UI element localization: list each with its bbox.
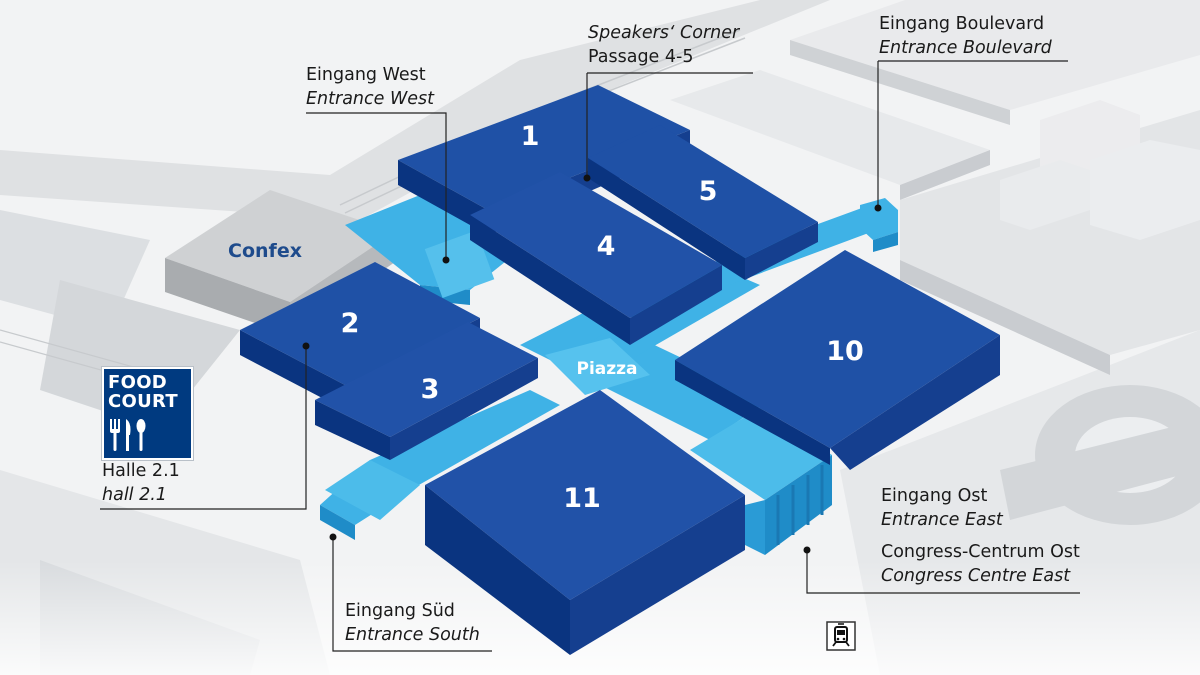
hall-3[interactable]: 3 xyxy=(315,322,538,460)
hall-11[interactable]: 11 xyxy=(425,390,745,655)
entrance-west-de: Eingang West xyxy=(306,65,426,85)
entrance-boulevard-en: Entrance Boulevard xyxy=(879,38,1052,58)
speakers-corner-name: Speakers‘ Corner xyxy=(588,23,740,43)
hall-10[interactable]: 10 xyxy=(675,250,1000,470)
food-court-line2: COURT xyxy=(108,391,178,412)
passage-4-5-name: Passage 4-5 xyxy=(588,47,694,67)
hall-21-en: hall 2.1 xyxy=(102,485,167,505)
hall-1-number: 1 xyxy=(521,121,540,152)
entrance-west-en: Entrance West xyxy=(306,89,435,109)
congress-east-de: Congress-Centrum Ost xyxy=(881,542,1080,562)
entrance-south-en: Entrance South xyxy=(345,625,480,645)
piazza-label: Piazza xyxy=(576,359,637,379)
label-congress-east: Congress-Centrum Ost Congress Centre Eas… xyxy=(881,540,1080,588)
hall-2-number: 2 xyxy=(341,308,360,339)
cutlery-icon xyxy=(110,419,146,451)
hall-11-number: 11 xyxy=(563,483,601,514)
food-court-line1: FOOD xyxy=(108,372,168,393)
entrance-boulevard-de: Eingang Boulevard xyxy=(879,14,1045,34)
entrance-east-en: Entrance East xyxy=(881,510,1003,530)
leader-markers xyxy=(302,174,882,554)
entrance-east-de: Eingang Ost xyxy=(881,486,988,506)
leader-lines xyxy=(100,60,1080,652)
food-court-badge[interactable]: FOOD COURT xyxy=(102,367,193,460)
label-speakers-corner: Speakers‘ Corner Passage 4-5 xyxy=(588,21,739,69)
hall-21-de: Halle 2.1 xyxy=(102,461,180,481)
hall-4-number: 4 xyxy=(597,231,616,262)
entrance-south-de: Eingang Süd xyxy=(345,601,455,621)
confex-label: Confex xyxy=(228,240,302,262)
label-entrance-east: Eingang Ost Entrance East xyxy=(881,484,1003,532)
label-hall-21: Halle 2.1 hall 2.1 xyxy=(102,459,180,507)
congress-east-en: Congress Centre East xyxy=(881,566,1071,586)
hall-5[interactable]: 5 xyxy=(588,125,818,280)
label-entrance-west: Eingang West Entrance West xyxy=(306,63,434,111)
hall-5-number: 5 xyxy=(699,176,718,207)
label-entrance-boulevard: Eingang Boulevard Entrance Boulevard xyxy=(879,12,1052,60)
tram-icon xyxy=(826,621,856,651)
hall-10-number: 10 xyxy=(826,336,864,367)
hall-3-number: 3 xyxy=(421,374,440,405)
hall-4[interactable]: 4 xyxy=(470,172,722,345)
label-entrance-south: Eingang Süd Entrance South xyxy=(345,599,480,647)
